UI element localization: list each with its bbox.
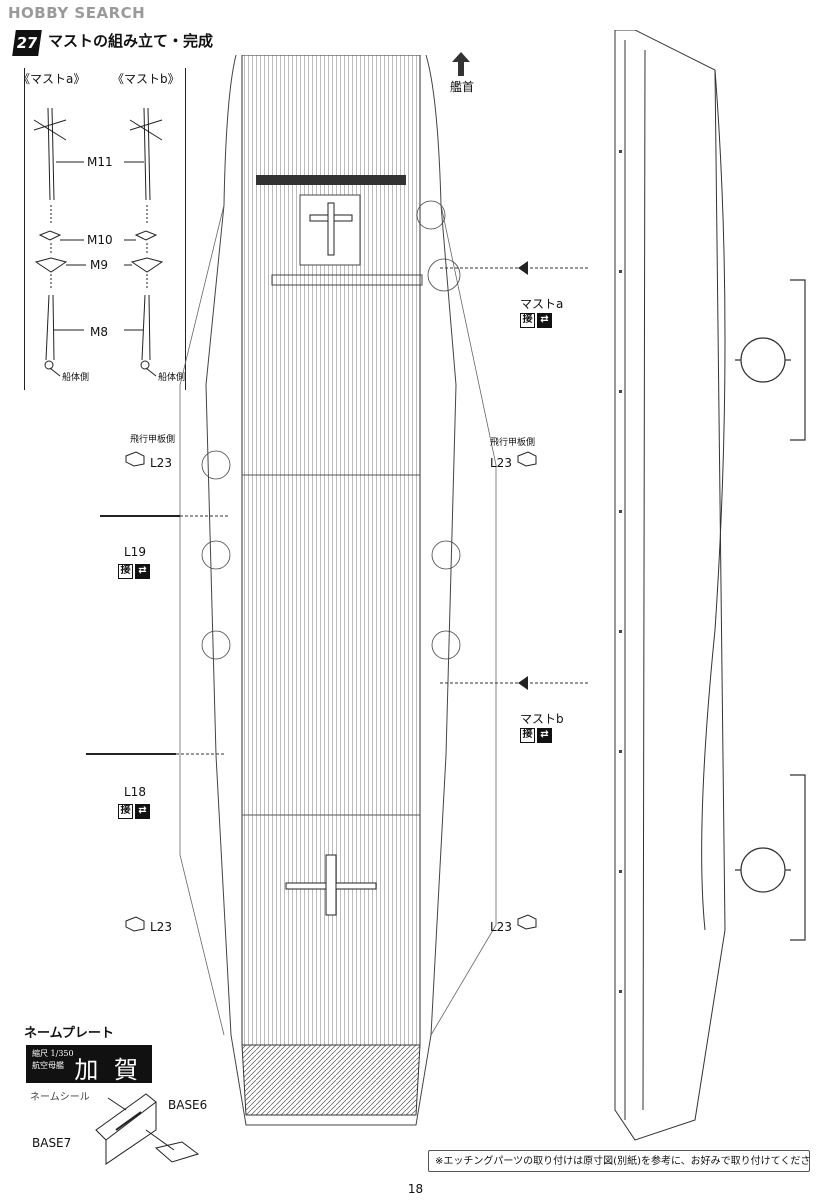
part-m8-label: M8 xyxy=(90,325,108,339)
l23-label-left-upper: L23 xyxy=(150,456,172,470)
etching-parts-note: ※エッチングパーツの取り付けは原寸図(別紙)を参考に、お好みで取り付けてください… xyxy=(428,1150,810,1172)
l23-label-left-lower: L23 xyxy=(150,920,172,934)
l19-part-drawing xyxy=(100,515,230,517)
l23-part-icon xyxy=(125,451,145,467)
nameplate-heading: ネームプレート xyxy=(24,1026,114,1041)
l19-icons: 接 ⇄ xyxy=(118,564,150,579)
l23-part-icon xyxy=(125,916,145,932)
nameplate-ship-name: 加 賀 xyxy=(74,1056,142,1084)
mast-b-callout-drawing xyxy=(440,676,590,690)
mast-a-title: 《マストa》 xyxy=(18,72,86,86)
glue-icon: 接 xyxy=(118,564,133,579)
hull-side-label-a: 船体側 xyxy=(62,373,90,383)
mast-b-callout-label: マストb xyxy=(520,712,564,726)
nameplate: 縮尺 1/350 航空母艦 加 賀 xyxy=(26,1045,152,1084)
l19-label: L19 xyxy=(124,545,146,559)
base6-label: BASE6 xyxy=(168,1098,208,1112)
mast-a-callout-drawing xyxy=(440,261,590,275)
parts-swap-icon: ⇄ xyxy=(135,564,150,579)
mast-assembly-drawing xyxy=(33,107,164,377)
watermark: HOBBY SEARCH xyxy=(8,4,146,22)
l23-label-right-upper: L23 xyxy=(490,456,512,470)
step-title: マストの組み立て・完成 xyxy=(48,32,214,50)
l23-part-icon xyxy=(517,914,537,930)
glue-icon: 接 xyxy=(520,728,535,743)
l18-label: L18 xyxy=(124,785,146,799)
l23-part-icon xyxy=(517,451,537,467)
ship-side-view xyxy=(614,30,806,1141)
name-sticker-label: ネームシール xyxy=(30,1092,90,1103)
flight-deck-plan xyxy=(179,55,497,1126)
nameplate-type: 航空母艦 xyxy=(32,1061,64,1070)
deck-side-label-left: 飛行甲板側 xyxy=(130,435,176,445)
base-assembly-drawing xyxy=(95,1093,200,1165)
part-m11-label: M11 xyxy=(87,155,113,169)
hull-side-label-b: 船体側 xyxy=(158,373,186,383)
step-number: 27 xyxy=(12,30,42,56)
mast-a-icons: 接 ⇄ xyxy=(520,313,552,328)
bow-arrow-icon xyxy=(452,52,470,76)
glue-icon: 接 xyxy=(520,313,535,328)
nameplate-scale: 縮尺 1/350 xyxy=(32,1049,74,1058)
parts-swap-icon: ⇄ xyxy=(537,313,552,328)
mast-a-callout-label: マストa xyxy=(520,297,564,311)
l18-part-drawing xyxy=(86,753,226,755)
part-m10-label: M10 xyxy=(87,233,113,247)
mast-inset-frame xyxy=(24,68,186,390)
mast-b-title: 《マストb》 xyxy=(112,72,180,86)
base7-label: BASE7 xyxy=(32,1136,72,1150)
part-m9-label: M9 xyxy=(90,258,108,272)
l18-icons: 接 ⇄ xyxy=(118,804,150,819)
parts-swap-icon: ⇄ xyxy=(135,804,150,819)
bow-label: 艦首 xyxy=(450,80,475,94)
l23-label-right-lower: L23 xyxy=(490,920,512,934)
parts-swap-icon: ⇄ xyxy=(537,728,552,743)
page-number: 18 xyxy=(407,1182,424,1196)
mast-b-icons: 接 ⇄ xyxy=(520,728,552,743)
deck-side-label-right: 飛行甲板側 xyxy=(490,438,536,448)
glue-icon: 接 xyxy=(118,804,133,819)
